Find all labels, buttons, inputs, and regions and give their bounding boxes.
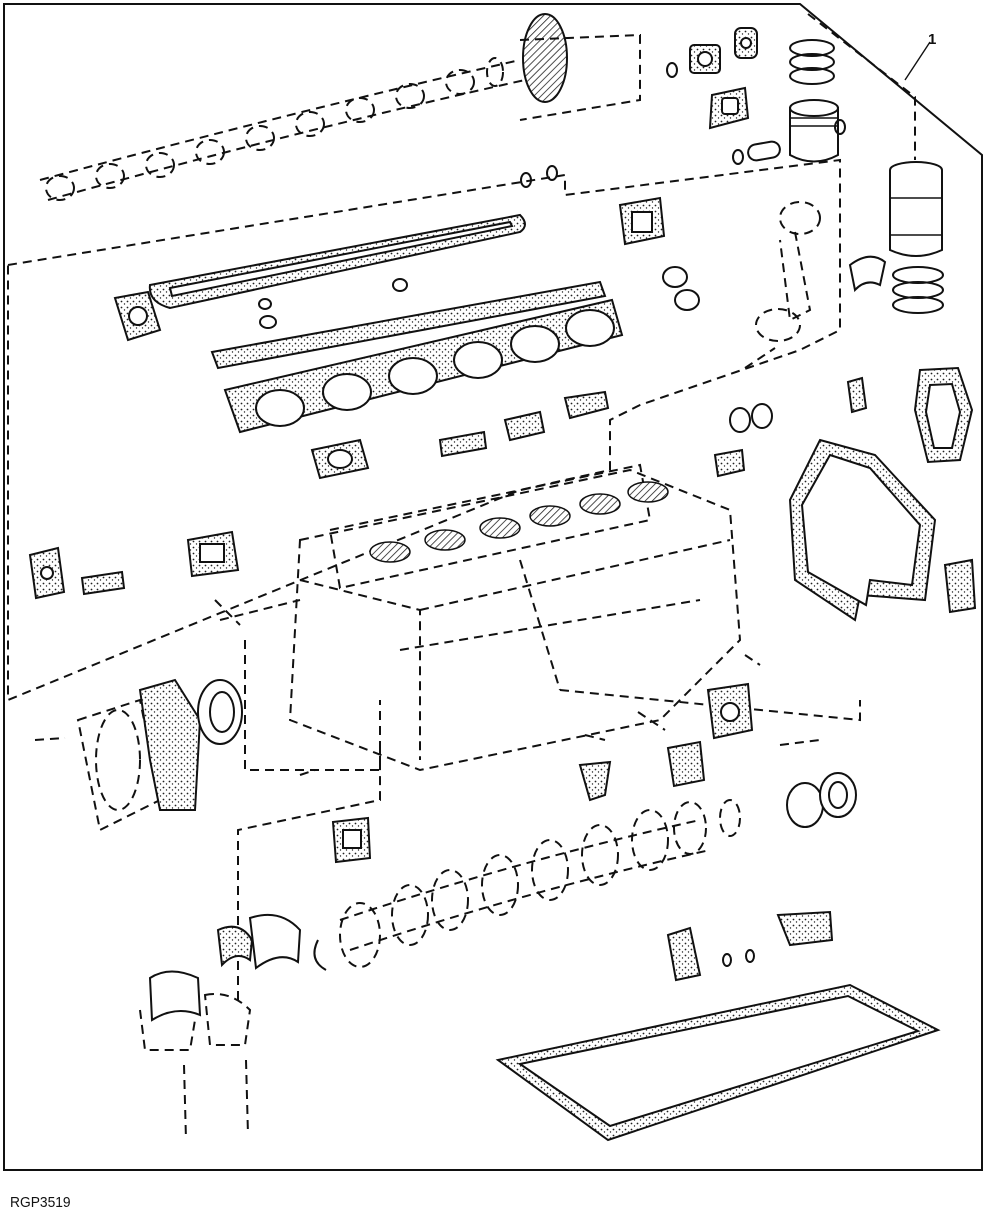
- intake-manifold-gasket: [210, 280, 607, 370]
- engine-block: [219, 463, 742, 772]
- main-bearings-thrust-washers: [139, 914, 327, 1051]
- figure-code: RGP3519: [10, 1194, 71, 1211]
- cylinder-liner: [889, 161, 944, 314]
- front-seal: [786, 772, 857, 828]
- camshaft-boundary-line: [519, 33, 641, 121]
- crankshaft: [339, 799, 741, 968]
- small-gaskets-top-right: [666, 27, 758, 130]
- center-small-gaskets: [331, 682, 834, 982]
- lower-parts-boundary: [237, 750, 381, 1000]
- lower-right-boundary: [559, 689, 861, 722]
- timing-cover-gaskets: [788, 366, 977, 622]
- connecting-rod: [744, 201, 821, 369]
- callout-1-label: 1: [928, 31, 936, 48]
- figure-frame: [3, 3, 983, 1171]
- rod-bearing: [848, 255, 887, 293]
- upper-gasket-set-boundary: [7, 158, 841, 702]
- o-rings: [258, 165, 773, 967]
- camshaft: [39, 13, 568, 201]
- cylinder-head-gasket: [223, 298, 624, 434]
- block-bore-gaskets: [369, 481, 669, 563]
- main-bearing-bolts: [183, 1059, 249, 1141]
- flange-gaskets-left: [28, 196, 868, 600]
- kit-boundary-line: [807, 13, 916, 160]
- misc-fasteners: [34, 599, 821, 776]
- rear-seal-housing: [76, 678, 243, 832]
- callout-1: 1: [904, 31, 936, 81]
- piston-assembly: [732, 39, 846, 165]
- oil-pan-gasket: [495, 983, 941, 1142]
